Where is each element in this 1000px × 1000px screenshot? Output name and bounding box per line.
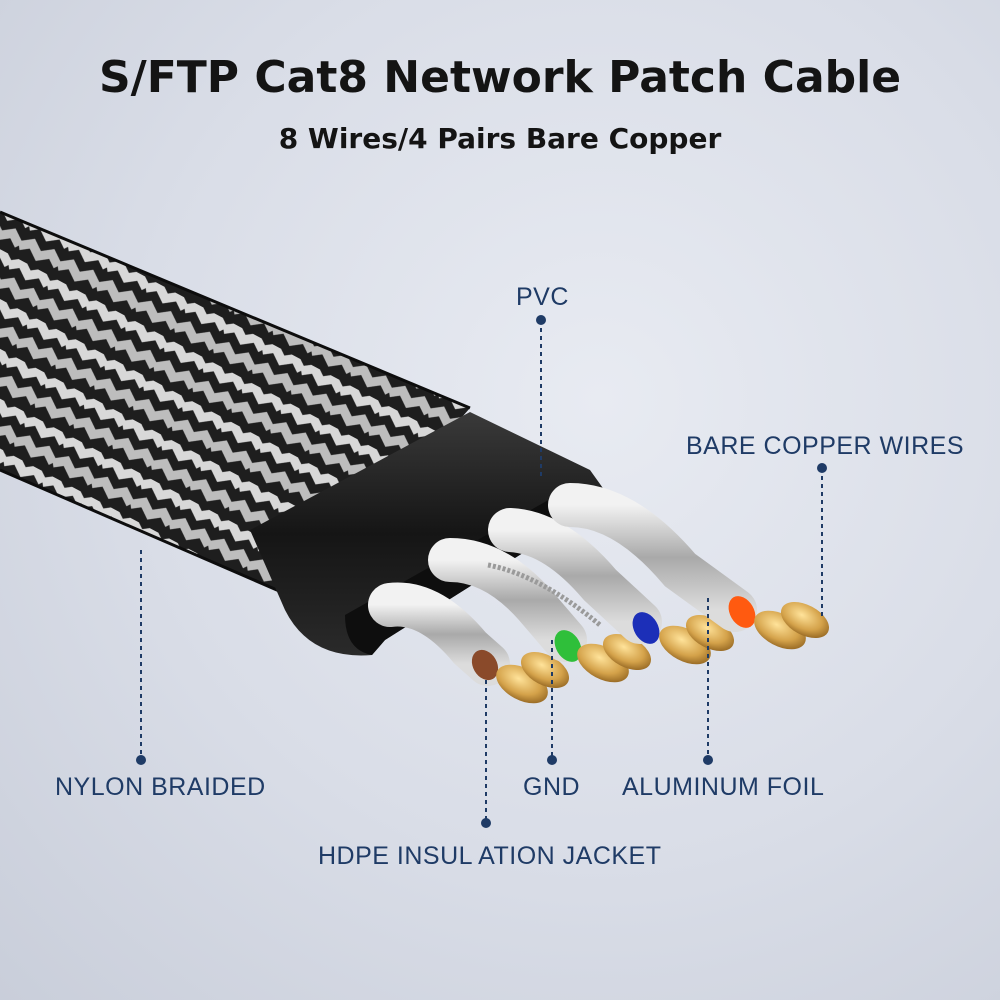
gnd-drain-wire xyxy=(487,562,602,627)
pair-blue xyxy=(488,508,735,665)
dot-bare-copper xyxy=(817,463,827,473)
callout-gnd: GND xyxy=(523,773,581,801)
page-title: S/FTP Cat8 Network Patch Cable xyxy=(98,52,902,103)
dot-hdpe xyxy=(481,818,491,828)
dot-gnd xyxy=(547,755,557,765)
dot-pvc xyxy=(536,315,546,325)
callout-aluminum-foil: ALUMINUM FOIL xyxy=(622,773,825,801)
callout-pvc: PVC xyxy=(516,283,569,311)
page-subtitle: 8 Wires/4 Pairs Bare Copper xyxy=(278,122,722,155)
pair-brown xyxy=(368,582,570,704)
callout-bare-copper-wires: BARE COPPER WIRES xyxy=(686,432,964,460)
callout-hdpe-insulation-jacket: HDPE INSUL ATION JACKET xyxy=(318,842,662,870)
pair-orange xyxy=(548,483,830,650)
dot-aluminum-foil xyxy=(703,755,713,765)
dot-nylon xyxy=(136,755,146,765)
pair-green xyxy=(428,538,652,683)
callout-nylon-braided: NYLON BRAIDED xyxy=(55,773,266,801)
